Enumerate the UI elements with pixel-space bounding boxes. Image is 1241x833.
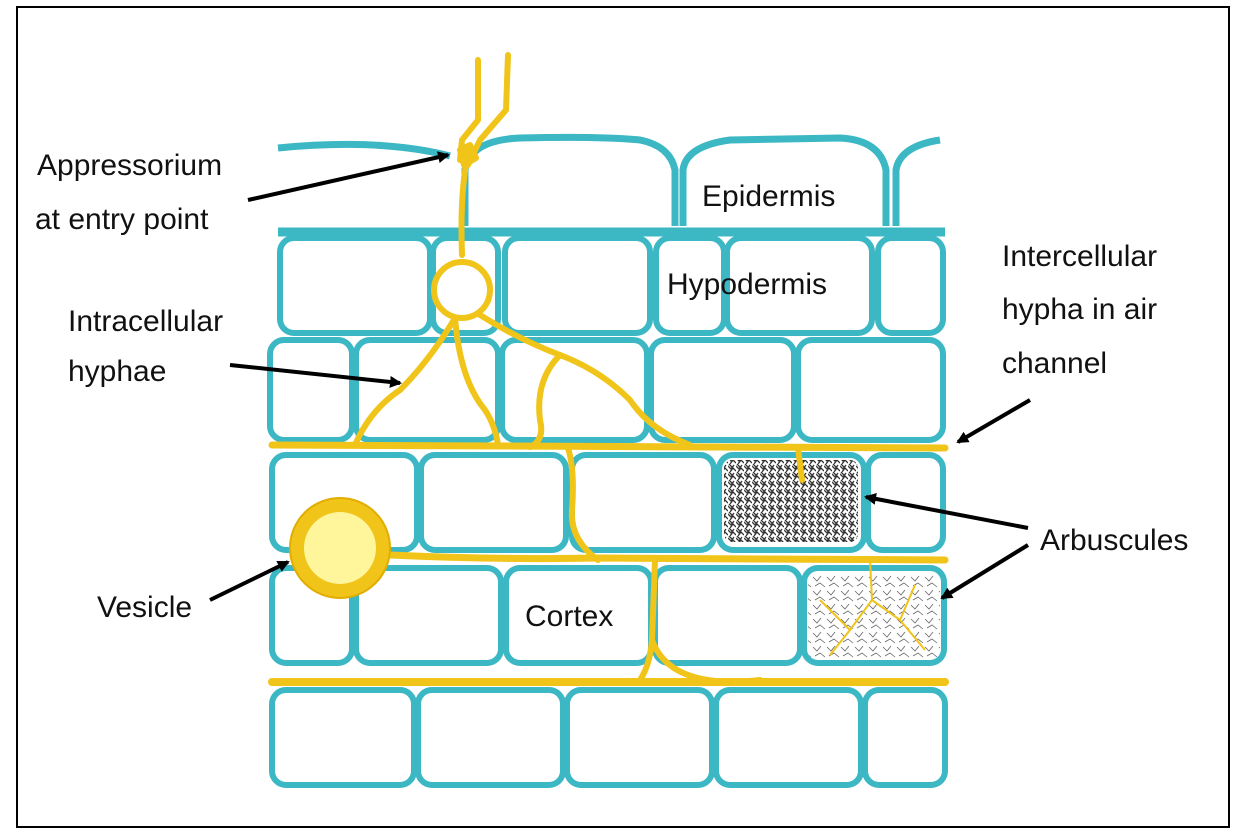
epidermis-cell-left — [278, 144, 450, 156]
label-appressorium-line2: at entry point — [35, 200, 208, 240]
cortex-cell — [502, 340, 647, 440]
cortex-cell — [651, 340, 794, 440]
intercellular-hypha — [390, 555, 945, 560]
epidermis-cells — [278, 137, 940, 226]
cortex-cell — [418, 690, 563, 785]
epidermis-cell-mid — [465, 137, 675, 226]
hypodermis-cell — [280, 238, 430, 333]
arbuscule-dense — [724, 460, 858, 542]
arrow-appressorium — [248, 155, 448, 200]
cortex-cell — [716, 690, 861, 785]
cortex-cell — [567, 690, 712, 785]
label-intercellular-line3: channel — [1002, 344, 1107, 384]
cortex-cell — [272, 690, 414, 785]
label-intracellular-line2: hyphae — [68, 352, 166, 392]
label-appressorium-line1: Appressorium — [37, 146, 222, 186]
cortex-cell — [572, 455, 714, 550]
label-hypodermis: Hypodermis — [667, 265, 827, 305]
cortex-cell — [655, 568, 800, 663]
hypodermis-cell — [505, 238, 650, 333]
arrow-arbuscule-2 — [942, 545, 1028, 598]
label-cortex: Cortex — [525, 597, 613, 637]
label-arbuscules: Arbuscules — [1040, 521, 1188, 561]
cortex-cell — [868, 455, 943, 550]
arrow-intercellular — [958, 400, 1030, 442]
cortex-cell — [421, 455, 566, 550]
label-intercellular-line2: hypha in air — [1002, 290, 1157, 330]
cortex-cell — [798, 340, 943, 440]
label-intracellular-line1: Intracellular — [68, 302, 223, 342]
label-epidermis: Epidermis — [702, 177, 835, 217]
intercellular-hypha — [272, 445, 945, 448]
hypodermis-cell — [878, 238, 943, 333]
cortex-cell — [270, 340, 352, 440]
vesicle-inner — [304, 512, 376, 584]
epidermis-cell-edge — [896, 140, 940, 226]
label-vesicle: Vesicle — [97, 588, 192, 628]
arbuscule-sparse — [808, 574, 940, 659]
appressorium — [460, 145, 476, 165]
cortex-cell — [865, 690, 945, 785]
label-intercellular-line1: Intercellular — [1002, 237, 1157, 277]
